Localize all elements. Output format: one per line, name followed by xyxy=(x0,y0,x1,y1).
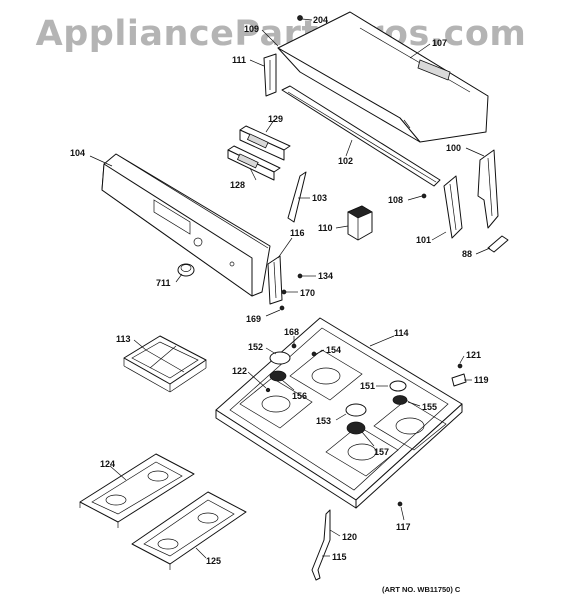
label-168: 168 xyxy=(284,327,299,337)
control-panel-104[interactable] xyxy=(101,153,271,297)
screw-204[interactable] xyxy=(297,15,303,21)
screw-108[interactable] xyxy=(421,193,427,199)
label-157: 157 xyxy=(374,447,389,457)
label-114: 114 xyxy=(394,328,409,338)
clock-bezel-129[interactable] xyxy=(239,125,291,161)
clock-overlay-128[interactable] xyxy=(227,145,281,181)
label-153: 153 xyxy=(316,416,331,426)
label-169: 169 xyxy=(246,314,261,324)
electrode-154[interactable] xyxy=(311,351,317,357)
orifice-168[interactable] xyxy=(291,343,297,349)
burner-head-157[interactable] xyxy=(346,421,366,435)
label-110: 110 xyxy=(318,223,333,233)
label-107: 107 xyxy=(432,38,447,48)
screw-117[interactable] xyxy=(397,501,403,507)
end-cap-100[interactable] xyxy=(477,149,499,229)
label-109: 109 xyxy=(244,24,259,34)
label-113: 113 xyxy=(116,334,131,344)
burner-cap-151[interactable] xyxy=(389,380,407,392)
bracket-116[interactable] xyxy=(267,255,283,305)
label-102: 102 xyxy=(338,156,353,166)
part-labels: 204 109 107 111 102 129 128 104 103 100 … xyxy=(70,15,489,594)
label-120: 120 xyxy=(342,532,357,542)
label-204: 204 xyxy=(313,15,328,25)
label-104: 104 xyxy=(70,148,85,158)
label-125: 125 xyxy=(206,556,221,566)
label-108: 108 xyxy=(388,195,403,205)
screw-121[interactable] xyxy=(457,363,463,369)
igniter-110[interactable] xyxy=(347,205,373,241)
label-124: 124 xyxy=(100,459,115,469)
burner-cap-153[interactable] xyxy=(345,403,367,417)
knob-711[interactable] xyxy=(177,263,195,277)
label-115: 115 xyxy=(332,552,347,562)
label-100: 100 xyxy=(446,143,461,153)
label-129: 129 xyxy=(268,114,283,124)
burner-cap-152[interactable] xyxy=(269,351,291,365)
bracket-111[interactable] xyxy=(263,53,277,97)
label-711: 711 xyxy=(156,278,171,288)
label-103: 103 xyxy=(312,193,327,203)
backsplash-assembly-107[interactable] xyxy=(277,11,489,143)
label-119: 119 xyxy=(474,375,489,385)
label-134: 134 xyxy=(318,271,333,281)
label-154: 154 xyxy=(326,345,341,355)
cap-88[interactable] xyxy=(487,235,509,253)
label-101: 101 xyxy=(416,235,431,245)
screw-170[interactable] xyxy=(281,289,287,295)
leader-lines xyxy=(89,18,491,559)
label-117: 117 xyxy=(396,522,411,532)
label-111: 111 xyxy=(232,55,246,65)
label-170: 170 xyxy=(300,288,315,298)
tube-115[interactable] xyxy=(311,509,331,581)
burner-head-156[interactable] xyxy=(269,370,287,382)
label-151: 151 xyxy=(360,381,375,391)
burner-grate-113[interactable] xyxy=(123,335,207,393)
art-number: (ART NO. WB11750) C xyxy=(382,585,461,594)
label-121: 121 xyxy=(466,350,481,360)
label-116: 116 xyxy=(290,228,305,238)
burner-pan-124[interactable] xyxy=(79,453,195,528)
screw-169[interactable] xyxy=(279,305,285,311)
trim-strip-102[interactable] xyxy=(281,85,441,187)
end-cap-101[interactable] xyxy=(443,175,463,239)
label-156: 156 xyxy=(292,391,307,401)
label-88: 88 xyxy=(462,249,472,259)
label-122: 122 xyxy=(232,366,247,376)
label-152: 152 xyxy=(248,342,263,352)
clip-122[interactable] xyxy=(265,387,271,393)
burner-pan-125[interactable] xyxy=(131,491,247,570)
label-128: 128 xyxy=(230,180,245,190)
burner-head-155[interactable] xyxy=(392,395,408,405)
bracket-103[interactable] xyxy=(287,171,307,223)
bracket-119[interactable] xyxy=(451,373,467,387)
screw-134[interactable] xyxy=(297,273,303,279)
label-155: 155 xyxy=(422,402,437,412)
